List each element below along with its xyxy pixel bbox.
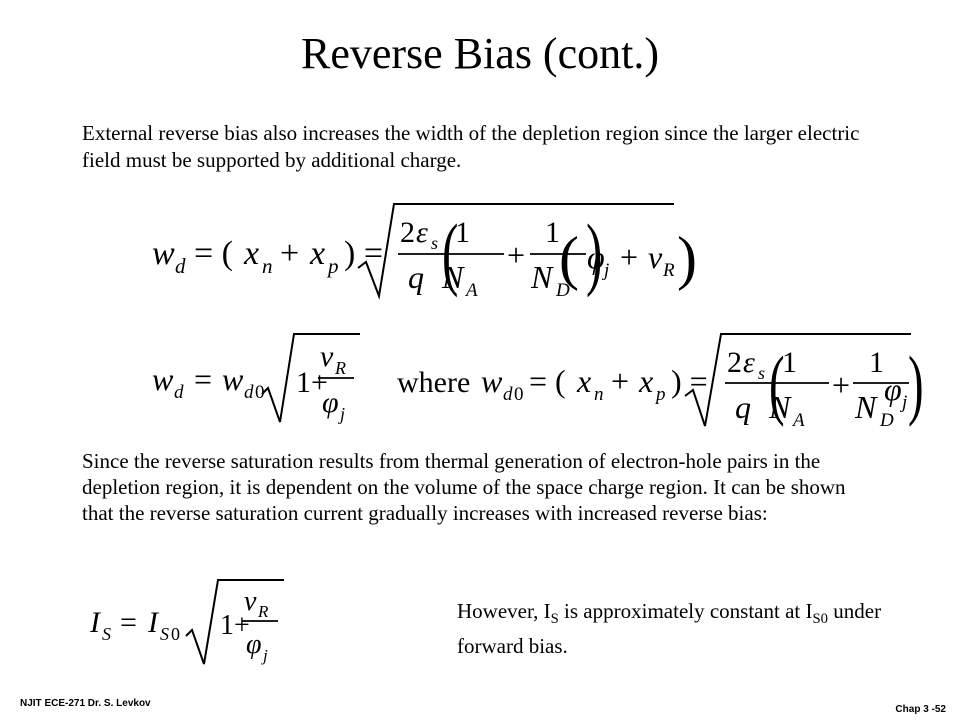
svg-text:D: D: [555, 280, 570, 301]
svg-text:N: N: [854, 389, 878, 425]
svg-text:v: v: [244, 586, 257, 617]
svg-text:=: =: [120, 606, 137, 639]
svg-text:N: N: [441, 259, 465, 295]
svg-text:=: =: [194, 361, 212, 397]
footer-course: NJIT ECE-271 Dr. S. Levkov: [20, 698, 151, 709]
svg-text:): ): [586, 207, 602, 298]
svg-text:A: A: [791, 410, 805, 431]
zero-bias-width-equation: where w d 0 = ( x n + x p ) = 2 ε s q ( …: [397, 333, 924, 431]
svg-text:+: +: [620, 239, 638, 275]
svg-text:R: R: [662, 260, 675, 281]
svg-text:ε: ε: [743, 346, 755, 379]
depletion-width-equation: w d = ( x n + x p ) = 2 ε s q ( 1 N A + …: [152, 203, 697, 301]
note-sub-s0: S0: [812, 611, 828, 628]
svg-text:I: I: [89, 606, 102, 639]
svg-text:s: s: [431, 233, 438, 253]
svg-text:w: w: [222, 361, 244, 397]
svg-text:d: d: [174, 382, 184, 403]
svg-text:s: s: [758, 363, 765, 383]
note-prefix: However, I: [457, 599, 551, 623]
footer-page-number: Chap 3 -52: [895, 704, 946, 715]
svg-text:S: S: [102, 624, 111, 644]
svg-text:N: N: [530, 259, 554, 295]
svg-text:2: 2: [400, 216, 415, 249]
svg-text:1: 1: [545, 216, 560, 249]
svg-text:): ): [908, 341, 924, 427]
svg-text:q: q: [408, 259, 424, 295]
svg-text:j: j: [899, 392, 907, 413]
svg-text:φ: φ: [587, 239, 605, 275]
svg-text:w: w: [152, 235, 175, 272]
svg-text:) =: ) =: [344, 235, 383, 272]
svg-text:n: n: [594, 384, 604, 405]
svg-text:φ: φ: [246, 629, 262, 660]
svg-text:q: q: [735, 389, 751, 425]
svg-text:x: x: [309, 235, 325, 272]
svg-text:2: 2: [727, 346, 742, 379]
svg-text:= (: = (: [194, 235, 233, 272]
note-middle: is approximately constant at I: [558, 599, 813, 623]
svg-text:w: w: [152, 361, 174, 397]
svg-text:1: 1: [455, 216, 470, 249]
svg-text:R: R: [334, 358, 346, 378]
svg-text:D: D: [879, 410, 894, 431]
svg-text:p: p: [654, 384, 666, 405]
svg-text:1: 1: [869, 346, 884, 379]
svg-text:+: +: [280, 235, 299, 272]
svg-text:(: (: [442, 207, 458, 298]
note-sub-s: S: [550, 611, 559, 628]
svg-text:w: w: [481, 363, 503, 399]
svg-text:): ): [677, 225, 697, 291]
svg-text:1: 1: [782, 346, 797, 379]
svg-text:1+: 1+: [296, 366, 328, 399]
svg-text:φ: φ: [884, 371, 902, 407]
svg-text:j: j: [338, 404, 345, 424]
svg-text:0: 0: [514, 384, 524, 405]
forward-bias-note: However, IS is approximately constant at…: [457, 598, 897, 660]
svg-text:= (: = (: [529, 363, 566, 399]
svg-text:x: x: [243, 235, 259, 272]
svg-text:p: p: [326, 254, 339, 278]
svg-text:(: (: [769, 341, 785, 427]
svg-text:j: j: [601, 260, 609, 281]
svg-text:I: I: [147, 606, 160, 639]
slide-title: Reverse Bias (cont.): [301, 29, 659, 78]
svg-text:j: j: [261, 646, 268, 665]
svg-text:n: n: [262, 254, 273, 278]
svg-text:0: 0: [171, 624, 180, 644]
svg-text:(: (: [559, 225, 579, 291]
svg-text:d: d: [175, 254, 186, 278]
svg-text:d: d: [503, 384, 513, 405]
svg-text:+: +: [611, 363, 629, 399]
svg-text:v: v: [648, 239, 663, 275]
svg-text:+: +: [507, 237, 525, 273]
svg-text:+: +: [832, 367, 850, 403]
svg-text:A: A: [464, 280, 478, 301]
svg-text:x: x: [576, 363, 591, 399]
intro-paragraph: External reverse bias also increases the…: [82, 121, 860, 172]
svg-text:x: x: [638, 363, 653, 399]
width-vs-bias-equation: w d = w d 0 1+ v R φ j: [152, 333, 360, 424]
svg-text:S: S: [160, 624, 169, 644]
svg-text:0: 0: [255, 382, 265, 403]
svg-text:φ: φ: [322, 386, 339, 419]
svg-text:R: R: [257, 602, 269, 621]
where-label: where: [397, 366, 470, 399]
svg-text:d: d: [244, 382, 254, 403]
svg-text:N: N: [768, 389, 792, 425]
svg-text:1+: 1+: [220, 610, 250, 641]
saturation-current-equation: I S = I S 0 1+ v R φ j: [89, 579, 284, 665]
svg-text:ε: ε: [416, 216, 428, 249]
note-suffix: under forward bias.: [457, 599, 882, 659]
saturation-paragraph: Since the reverse saturation results fro…: [82, 449, 846, 525]
svg-text:v: v: [320, 340, 334, 373]
